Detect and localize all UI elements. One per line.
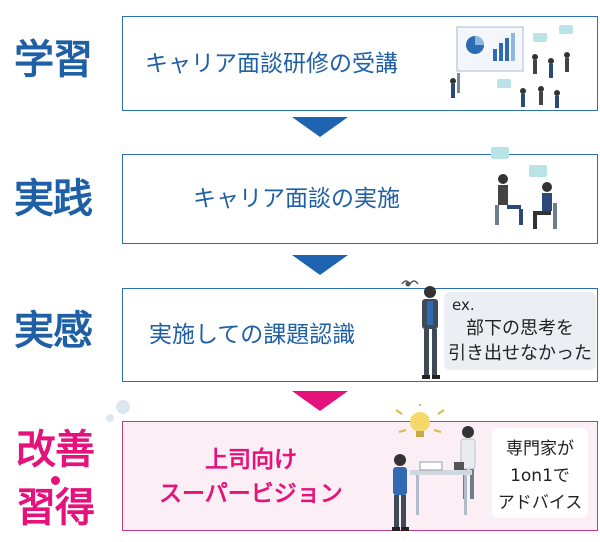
label-separator-dot: [51, 476, 60, 485]
stage-label-practice: 実践: [14, 176, 93, 222]
stage-text-supervision-line-1: 上司向け: [205, 447, 297, 473]
stage-text-supervision-line-2: スーパービジョン: [159, 481, 343, 507]
stage-label-acquire: 習得: [16, 485, 95, 531]
stage-box-learning: キャリア面談研修の受講: [122, 16, 598, 111]
stage-text-learning: キャリア面談研修の受講: [145, 51, 398, 77]
thought-bubble-large: [116, 400, 130, 414]
expert-line-3: アドバイス: [497, 493, 583, 513]
stage-text-realization: 実施しての課題認識: [149, 322, 356, 348]
stage-text-practice: キャリア面談の実施: [193, 186, 400, 212]
example-line-2: 引き出せなかった: [448, 343, 592, 364]
stage-box-practice: キャリア面談の実施: [122, 147, 598, 244]
meeting-illustration: [491, 147, 557, 229]
expert-line-1: 専門家が: [506, 439, 574, 459]
flow-arrow-1: [292, 117, 348, 137]
thought-bubble-small: [106, 414, 114, 422]
example-callout: ex. 部下の思考を 引き出せなかった: [444, 292, 596, 370]
stage-label-realization: 実感: [14, 308, 93, 354]
flow-arrow-3: [292, 391, 348, 411]
worried-manager-illustration: [401, 280, 440, 379]
expert-advice-callout: 専門家が 1on1で アドバイス: [492, 428, 588, 518]
flow-arrow-2: [292, 255, 348, 275]
stage-label-improve: 改善: [16, 427, 95, 473]
presentation-illustration: [450, 25, 573, 108]
example-line-1: 部下の思考を: [466, 318, 574, 339]
expert-line-2: 1on1で: [510, 466, 570, 486]
example-prefix: ex.: [452, 296, 475, 314]
stage-label-learning: 学習: [14, 37, 93, 83]
supervision-illustration: [392, 404, 476, 531]
